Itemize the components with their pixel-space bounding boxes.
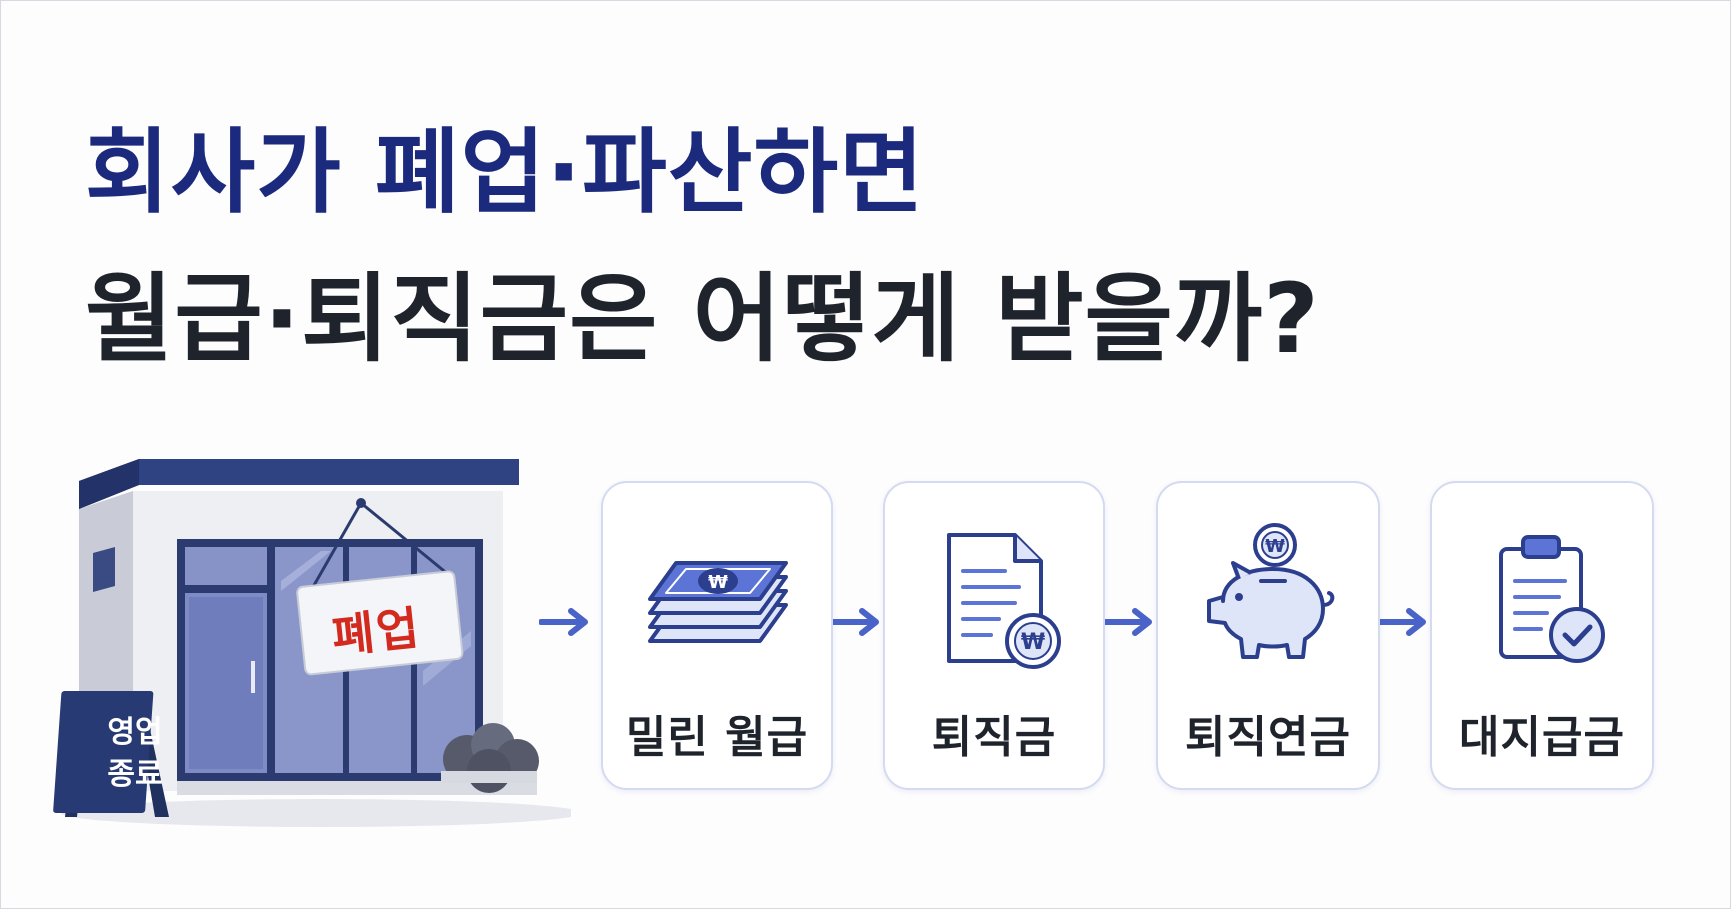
svg-text:₩: ₩: [708, 572, 728, 593]
cash-stack-icon: ₩: [648, 561, 788, 643]
arrow-right-icon: [539, 608, 588, 636]
step-label-severance: 퇴직금: [931, 712, 1057, 763]
step-card-severance: ₩ 퇴직금: [883, 481, 1105, 790]
board-text-line-2: 종료: [107, 757, 163, 792]
step-label-retirement-pension: 퇴직연금: [1185, 712, 1351, 763]
step-card-substitute-payment: 대지급금: [1430, 481, 1654, 790]
arrow-right-icon: [1377, 608, 1426, 636]
step-card-retirement-pension: ₩ 퇴직연금: [1156, 481, 1380, 790]
svg-text:₩: ₩: [1265, 536, 1285, 557]
title-line-1: 회사가 폐업·파산하면: [85, 119, 925, 226]
hanging-sign-text: 폐업: [329, 600, 424, 664]
closed-store-illustration: [53, 459, 571, 827]
step-card-unpaid-wages: ₩ 밀린 월급: [601, 481, 833, 790]
piggy-bank-icon: ₩: [1207, 523, 1335, 659]
step-label-substitute-payment: 대지급금: [1459, 712, 1625, 763]
board-text-line-1: 영업: [107, 715, 163, 750]
svg-text:₩: ₩: [1021, 630, 1045, 655]
clipboard-check-icon: [1499, 535, 1605, 663]
title-line-2: 월급·퇴직금은 어떻게 받을까?: [85, 263, 1320, 375]
step-label-unpaid-wages: 밀린 월급: [625, 712, 809, 763]
arrow-right-icon: [830, 608, 879, 636]
arrow-right-icon: [1103, 608, 1152, 636]
document-won-icon: ₩: [947, 533, 1061, 669]
